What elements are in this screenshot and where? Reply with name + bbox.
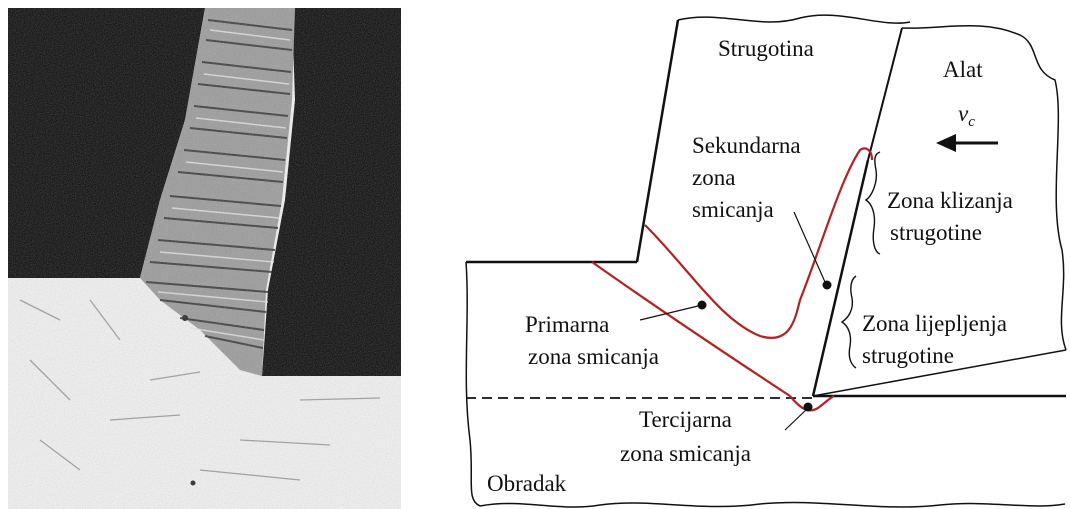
primary-zone-line1: Primarna bbox=[525, 312, 609, 337]
primary-zone-line2: zona smicanja bbox=[528, 344, 659, 369]
sliding-zone-line1: Zona klizanja bbox=[887, 188, 1013, 213]
sticking-zone-line2: strugotine bbox=[862, 343, 954, 368]
tertiary-zone-line2: zona smicanja bbox=[620, 441, 751, 466]
chip-label: Strugotina bbox=[718, 36, 814, 61]
tertiary-zone-line1: Tercijarna bbox=[639, 407, 732, 432]
secondary-zone-dot bbox=[823, 281, 832, 290]
secondary-zone-line3: smicanja bbox=[692, 197, 774, 222]
micrograph-photo bbox=[8, 8, 401, 509]
velocity-arrow bbox=[936, 134, 998, 152]
sticking-zone-line1: Zona lijepljenja bbox=[862, 311, 1007, 336]
tool-label: Alat bbox=[943, 57, 983, 82]
secondary-zone-line2: zona bbox=[692, 165, 735, 190]
workpiece-label: Obradak bbox=[487, 471, 567, 496]
bracket-sticking-zone bbox=[842, 276, 856, 368]
tertiary-zone-dot bbox=[804, 403, 813, 412]
bracket-sliding-zone bbox=[866, 152, 880, 254]
velocity-label: vc bbox=[958, 101, 975, 130]
secondary-zone-line1: Sekundarna bbox=[692, 133, 801, 158]
sliding-zone-line2: strugotine bbox=[890, 220, 982, 245]
primary-zone-dot bbox=[698, 301, 707, 310]
velocity-subscript: c bbox=[968, 114, 975, 130]
